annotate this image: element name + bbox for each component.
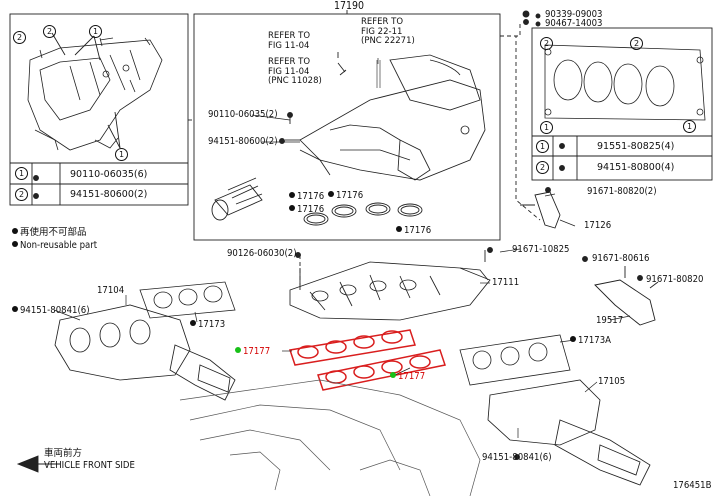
label-91671-80616: 91671-80616	[592, 253, 650, 264]
left-table-num-2: 2	[15, 188, 28, 201]
gasket-rings-17176	[303, 202, 423, 226]
right-inset-gasket	[544, 44, 706, 121]
left-table-part-2: 94151-80600(2)	[70, 189, 148, 200]
circle-marker-right-1b: 1	[683, 120, 696, 133]
refer-note-1: REFER TO FIG 11-04	[268, 31, 311, 51]
gasket-17173-sketch	[139, 281, 236, 319]
label-90110: 90110-06035(2)	[208, 109, 278, 120]
bracket-19517-sketch	[594, 279, 656, 326]
label-94151-80841-right: 94151-80841(6)	[482, 452, 552, 463]
label-94151-80841-left: 94151-80841(6)	[12, 306, 90, 316]
label-19517: 19517	[596, 315, 624, 326]
label-17111: 17111	[492, 277, 520, 288]
refer-note-3: REFER TO FIG 11-04 (PNC 11028)	[268, 57, 322, 86]
label-17177-b: 17177	[390, 372, 425, 382]
label-17176-d: 17176	[396, 226, 431, 236]
bolt-icons	[33, 10, 643, 460]
label-17177-a: 17177	[235, 347, 270, 357]
legend-reuse-jp: 再使用不可部品	[12, 228, 87, 238]
circle-marker-right-2b: 2	[630, 37, 643, 50]
circle-marker-right-2: 2	[540, 37, 553, 50]
circle-marker-2: 2	[13, 31, 26, 44]
right-table-num-1: 1	[536, 140, 549, 153]
label-17176-c: 17176	[289, 205, 324, 215]
left-inset-box	[9, 13, 189, 206]
main-top-box	[193, 13, 501, 241]
label-91671-10825: 91671-10825	[512, 244, 570, 255]
right-table-part-2: 94151-80800(4)	[597, 162, 675, 173]
left-inset-manifold-sketch	[27, 37, 163, 151]
right-table-part-1: 91551-80825(4)	[597, 141, 675, 152]
label-17173A: 17173A	[570, 336, 611, 346]
circle-marker-1b: 1	[115, 148, 128, 161]
label-17176-a: 17176	[289, 192, 324, 202]
label-17104: 17104	[97, 285, 125, 296]
throttle-body-sketch	[214, 184, 263, 216]
label-17173: 17173	[190, 320, 225, 330]
refer-note-2: REFER TO FIG 22-11 (PNC 22271)	[361, 17, 415, 46]
gasket-17173A-sketch	[459, 334, 571, 386]
left-table-part-1: 90110-06035(6)	[70, 169, 148, 180]
front-arrow-icon	[16, 455, 39, 473]
right-table-num-2: 2	[536, 161, 549, 174]
label-17105: 17105	[598, 376, 626, 387]
label-90126: 90126-06030(2)	[227, 248, 297, 259]
legend-nonreuse: Non-reusable part	[12, 241, 97, 251]
label-94151-80600: 94151-80600(2)	[208, 136, 278, 147]
right-inset-box	[531, 27, 713, 181]
label-91671-80820-a: 91671-80820(2)	[587, 186, 657, 197]
label-91671-80820-b: 91671-80820	[646, 274, 704, 285]
label-17176-b: 17176	[328, 191, 363, 201]
circle-marker-right-1: 1	[540, 121, 553, 134]
label-17126: 17126	[584, 220, 612, 231]
right-exhaust-manifold-sketch	[487, 379, 651, 486]
vehicle-front-label: VEHICLE FRONT SIDE	[44, 460, 135, 471]
main-part-number: 17190	[334, 0, 365, 12]
circle-marker-1: 1	[89, 25, 102, 38]
right-top-part-1: 90339-09003	[545, 9, 603, 20]
right-top-part-2: 90467-14003	[545, 18, 603, 29]
circle-marker-2b: 2	[43, 25, 56, 38]
bracket-17126-sketch	[534, 191, 561, 229]
lower-intake-sketch	[289, 261, 491, 321]
vehicle-front-jp: 車両前方	[44, 448, 83, 459]
left-table-num-1: 1	[15, 167, 28, 180]
intake-manifold-sketch	[285, 54, 486, 181]
figure-id: 176451B	[673, 480, 712, 491]
engine-block-sketch	[179, 379, 481, 496]
left-exhaust-manifold-sketch	[54, 304, 236, 401]
